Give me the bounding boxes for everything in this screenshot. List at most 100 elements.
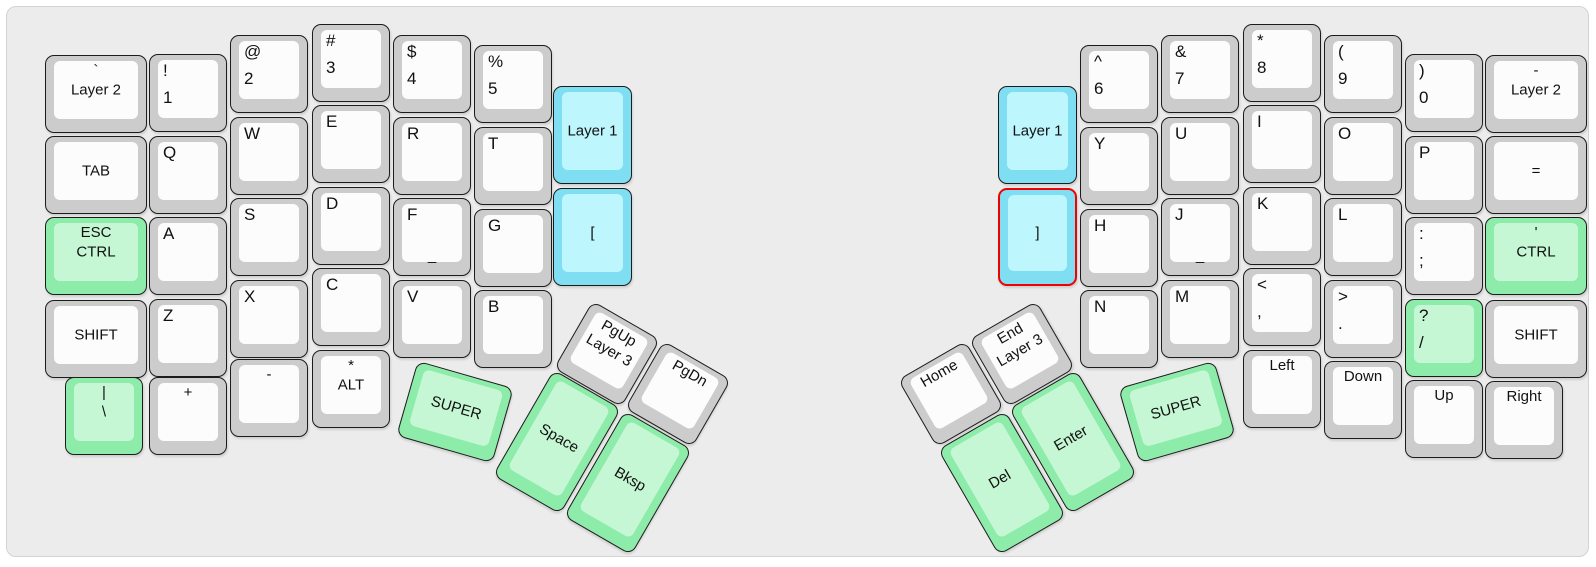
key-legend-mc: Layer 2 (1510, 81, 1562, 99)
key-l[interactable]: L (1324, 198, 1402, 276)
key-legend-tl: Z (163, 306, 174, 325)
key-lt-comma[interactable]: <, (1243, 268, 1321, 346)
key-star-alt[interactable]: *ALT (312, 350, 390, 428)
keycap-surface: Right (1494, 387, 1554, 445)
key-a[interactable]: A (149, 217, 227, 295)
key-v[interactable]: V (393, 280, 471, 358)
key-q[interactable]: Q (149, 136, 227, 214)
key-gt-period[interactable]: >. (1324, 280, 1402, 358)
key-g[interactable]: G (474, 209, 552, 287)
key-t[interactable]: T (474, 127, 552, 205)
key-excl-1[interactable]: !1 (149, 54, 227, 132)
key-dash-layer2[interactable]: - Layer 2 (1485, 55, 1587, 133)
key-legend-tl: K (1257, 194, 1269, 213)
key-k[interactable]: K (1243, 187, 1321, 265)
key-legend-tl: I (1257, 112, 1262, 131)
key-arrow-right[interactable]: Right (1485, 381, 1563, 459)
key-paren-0[interactable]: )0 (1405, 54, 1483, 132)
key-h[interactable]: H (1080, 209, 1158, 287)
key-minus-left[interactable]: - (230, 359, 308, 437)
key-legend-mc: = (1531, 162, 1541, 180)
key-legend-tl: W (244, 124, 261, 143)
key-x[interactable]: X (230, 280, 308, 358)
key-dollar-4[interactable]: $4 (393, 35, 471, 113)
key-super-left[interactable]: SUPER (396, 360, 514, 464)
key-legend-tl: @ (244, 42, 262, 61)
keycap-surface: = (1494, 142, 1578, 200)
key-u[interactable]: U (1161, 117, 1239, 195)
key-backtick-layer2[interactable]: `Layer 2 (45, 55, 147, 133)
key-legend-tl: $ (407, 42, 417, 61)
key-i[interactable]: I (1243, 105, 1321, 183)
key-legend-bl: 4 (407, 69, 417, 89)
key-hash-3[interactable]: #3 (312, 24, 390, 102)
key-legend-tl: X (244, 287, 256, 306)
key-r[interactable]: R (393, 117, 471, 195)
key-legend-mc: \ (101, 403, 107, 421)
key-colon-semi[interactable]: :; (1405, 217, 1483, 295)
key-quote-ctrl[interactable]: 'CTRL (1485, 217, 1587, 295)
key-j-homing[interactable]: J_ (1161, 198, 1239, 276)
keycap-surface: F_ (402, 204, 462, 264)
key-arrow-left[interactable]: Left (1243, 350, 1321, 428)
keycap-surface: ] (1008, 195, 1067, 271)
key-legend-tl: E (326, 112, 338, 131)
key-d[interactable]: D (312, 187, 390, 265)
key-question-slash[interactable]: ?/ (1405, 299, 1483, 377)
key-layer1-left[interactable]: Layer 1 (553, 86, 632, 184)
key-arrow-up[interactable]: Up (1405, 380, 1483, 458)
key-super-right[interactable]: SUPER (1118, 360, 1236, 464)
key-legend-bl: 7 (1175, 69, 1185, 89)
keycap-surface: I (1252, 111, 1312, 169)
key-caret-6[interactable]: ^6 (1080, 45, 1158, 123)
key-legend-mc: TAB (81, 162, 111, 180)
key-legend-tl: < (1257, 275, 1267, 294)
key-rbracket-selected[interactable]: ] (998, 188, 1077, 286)
key-amp-7[interactable]: &7 (1161, 35, 1239, 113)
key-b[interactable]: B (474, 290, 552, 368)
key-w[interactable]: W (230, 117, 308, 195)
key-legend-tc: - (1533, 62, 1539, 79)
key-legend-tc: Right (1506, 388, 1542, 405)
key-legend-bc: _ (427, 246, 437, 264)
key-equals[interactable]: = (1485, 136, 1587, 214)
keycap-surface: O (1333, 123, 1393, 181)
keycap-surface: H (1089, 215, 1149, 273)
key-legend-tl: V (407, 287, 419, 306)
key-shift-left[interactable]: SHIFT (45, 300, 147, 378)
key-legend-tl: ) (1419, 61, 1425, 80)
key-z[interactable]: Z (149, 299, 227, 377)
key-plus[interactable]: + (149, 377, 227, 455)
key-m[interactable]: M (1161, 280, 1239, 358)
key-legend-tl: M (1175, 287, 1190, 306)
keycap-surface: SUPER (1128, 368, 1224, 448)
key-e[interactable]: E (312, 105, 390, 183)
key-legend-tl: R (407, 124, 420, 143)
key-tab[interactable]: TAB (45, 136, 147, 214)
key-legend-mc: SHIFT (74, 326, 118, 344)
key-p[interactable]: P (1405, 136, 1483, 214)
key-legend-mc: Enter (1051, 422, 1091, 455)
key-paren-9[interactable]: (9 (1324, 35, 1402, 113)
key-shift-right[interactable]: SHIFT (1485, 300, 1587, 378)
key-n[interactable]: N (1080, 290, 1158, 368)
key-pipe-backslash[interactable]: |\ (65, 377, 143, 455)
key-arrow-down[interactable]: Down (1324, 361, 1402, 439)
key-f-homing[interactable]: F_ (393, 198, 471, 276)
key-y[interactable]: Y (1080, 127, 1158, 205)
keycap-surface: C (321, 274, 381, 332)
key-at-2[interactable]: @2 (230, 35, 308, 113)
keycap-surface: 'CTRL (1494, 223, 1578, 281)
key-pct-5[interactable]: %5 (474, 45, 552, 123)
key-s[interactable]: S (230, 198, 308, 276)
key-layer1-right[interactable]: Layer 1 (998, 86, 1077, 184)
key-legend-tl: H (1094, 216, 1107, 235)
key-c[interactable]: C (312, 268, 390, 346)
key-o[interactable]: O (1324, 117, 1402, 195)
key-star-8[interactable]: *8 (1243, 24, 1321, 102)
key-lbracket[interactable]: [ (553, 188, 632, 286)
keycap-surface: L (1333, 204, 1393, 262)
key-legend-mc: Layer 1 (1012, 122, 1063, 140)
key-legend-tl: Q (163, 143, 177, 162)
